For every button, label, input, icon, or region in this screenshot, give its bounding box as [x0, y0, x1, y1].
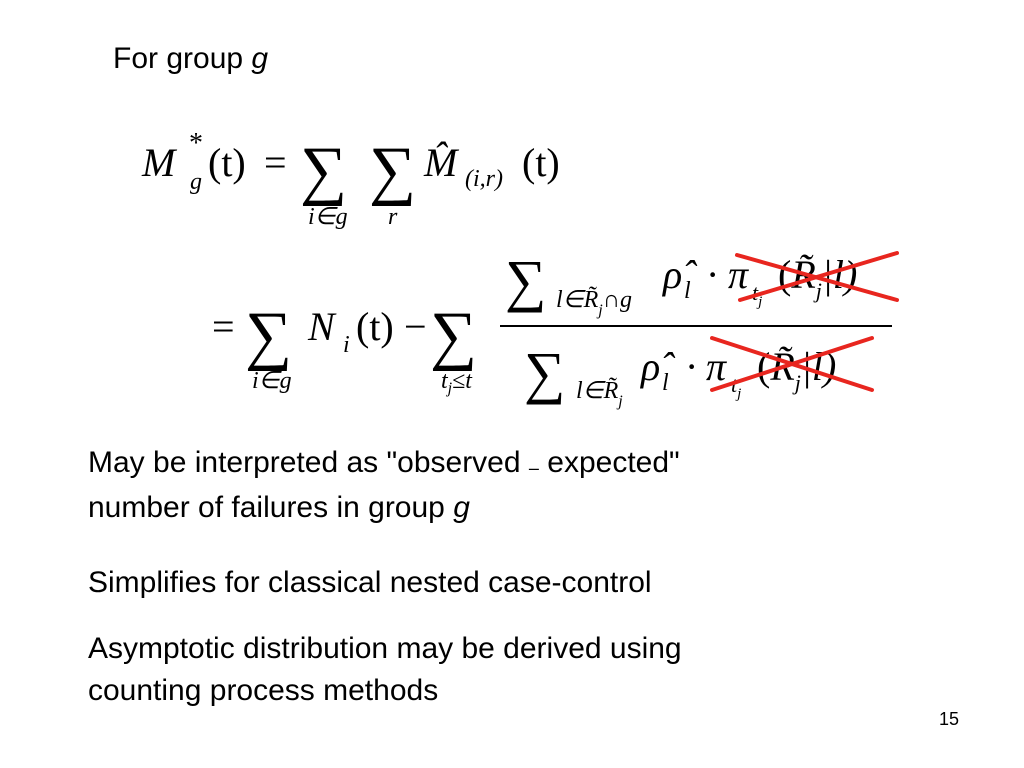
rho-hat: ρ̂ [661, 252, 697, 297]
formula-line-2: = ∑ i∈g N i (t) − ∑ tj≤t ∑ l∈R̃j∩g ρ̂ l … [212, 248, 899, 410]
equals-sign: = [212, 304, 235, 349]
paragraph-asymptotic: Asymptotic distribution may be derived u… [88, 628, 682, 712]
sum-index: l∈R̃j∩g [556, 286, 632, 319]
paragraph-observed-expected: May be interpreted as "observed – expect… [88, 442, 680, 529]
sum-index: l∈R̃j [576, 377, 623, 410]
sum-index: r [388, 204, 398, 230]
strike-line [738, 251, 899, 302]
sum-index-sub: j [616, 393, 623, 410]
formula: M * g (t) = ∑ i∈g ∑ r M̂ (i,r) (t) = ∑ i… [141, 128, 899, 410]
sum-index-sub: j [596, 302, 603, 319]
paragraph-line: number of failures in group g [88, 487, 680, 529]
sum-index: i∈g [252, 368, 292, 394]
sum-symbol: ∑ [300, 134, 347, 207]
paragraph-line: May be interpreted as "observed – expect… [88, 442, 680, 487]
sum-index-rest: ∩g [603, 287, 632, 313]
rho-subscript: l [684, 278, 691, 304]
lhs-superscript: * [189, 128, 203, 159]
fraction-numerator: ∑ l∈R̃j∩g ρ̂ l · π tj (R̃j|l) [505, 248, 857, 319]
paragraph-line: counting process methods [88, 674, 439, 707]
rho-subscript: l [662, 370, 669, 396]
heading-text: For group [113, 42, 244, 75]
dot-operator: · [685, 344, 698, 389]
paragraph-line: Asymptotic distribution may be derived u… [88, 632, 682, 665]
paragraph-simplifies: Simplifies for classical nested case-con… [88, 562, 652, 604]
sum-index: tj≤t [441, 368, 473, 397]
sum-index-rest: ≤t [452, 368, 473, 394]
lhs-symbol: M [141, 140, 178, 185]
sum-index-t: t [441, 368, 449, 394]
pi-subscript-j: j [756, 294, 762, 310]
sum-symbol: ∑ [505, 248, 546, 313]
rho-hat: ρ̂ [639, 344, 675, 389]
paragraph-text: May be interpreted as "observed [88, 446, 521, 479]
dot-operator: · [706, 252, 719, 297]
m-hat-term: M̂ [423, 140, 460, 185]
pi-symbol: π [728, 252, 749, 297]
equals-sign: = [264, 140, 287, 185]
heading-variable: g [251, 42, 269, 75]
lhs-subscript: g [190, 169, 202, 195]
minus-glyph: – [528, 458, 539, 478]
fraction-denominator: ∑ l∈R̃j ρ̂ l · π tj (R̃j|l) [524, 340, 836, 410]
sum-index-sub: j [446, 380, 453, 397]
pi-argument-r-sub: j [792, 370, 801, 395]
formula-line-1: M * g (t) = ∑ i∈g ∑ r M̂ (i,r) (t) [141, 128, 560, 230]
sum-symbol: ∑ [369, 134, 416, 207]
m-hat-argument: (t) [522, 140, 560, 185]
n-argument: (t) [356, 304, 394, 349]
pi-subscript: tj [752, 280, 762, 310]
minus-sign: − [404, 304, 427, 349]
n-term: N [307, 304, 337, 349]
sum-index-main: l∈R̃ [556, 286, 599, 313]
page-number: 15 [939, 709, 960, 729]
strike-through-marks [710, 251, 899, 392]
sum-index: i∈g [308, 204, 348, 230]
pi-argument-open: ( [778, 252, 791, 297]
sum-symbol: ∑ [524, 340, 565, 405]
paragraph-text: Simplifies for classical nested case-con… [88, 566, 652, 599]
sum-symbol: ∑ [430, 299, 477, 372]
paragraph-text: number of failures in group [88, 491, 445, 524]
pi-subscript: tj [731, 372, 741, 402]
group-variable: g [453, 491, 470, 524]
paragraph-text: expected" [547, 446, 680, 479]
sum-symbol: ∑ [245, 299, 292, 372]
n-subscript: i [343, 332, 350, 358]
pi-subscript-t: t [752, 280, 759, 305]
pi-subscript-j: j [735, 386, 741, 402]
pi-argument-r-sub: j [813, 278, 822, 303]
sum-index-main: l∈R̃ [576, 377, 619, 404]
pi-symbol: π [706, 344, 727, 389]
strike-line [710, 336, 874, 392]
pi-argument-open: ( [757, 344, 770, 389]
lhs-argument: (t) [208, 140, 246, 185]
m-hat-subscript: (i,r) [465, 166, 503, 192]
slide-heading: For group g [113, 44, 268, 74]
